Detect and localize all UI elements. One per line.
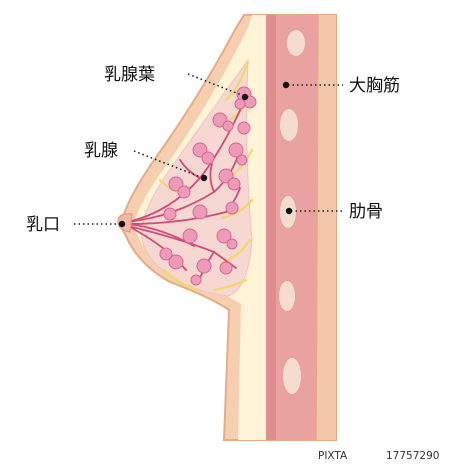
- rib-2: [280, 109, 298, 141]
- dot-rib: [285, 207, 293, 215]
- rib-5: [283, 358, 301, 394]
- lobule-clusters: [159, 86, 257, 286]
- lobule: [222, 120, 234, 132]
- rib-4: [279, 281, 295, 311]
- lobule: [228, 142, 244, 158]
- label-rib: 肋骨: [349, 202, 383, 222]
- leader-lobule: [187, 73, 245, 97]
- lobule: [201, 151, 215, 165]
- dot-nipple: [118, 220, 126, 228]
- lobule: [234, 98, 246, 110]
- label-lobule: 乳腺葉: [104, 65, 155, 85]
- lobule: [159, 247, 173, 261]
- pectoralis-major-muscle: [266, 15, 318, 440]
- lobule: [226, 238, 238, 250]
- lobule: [227, 177, 241, 191]
- label-pectoralis-major: 大胸筋: [349, 76, 400, 96]
- dot-pectoralis: [282, 81, 290, 89]
- dot-lobule: [241, 93, 249, 101]
- lobule: [219, 261, 233, 275]
- lobule: [237, 121, 251, 135]
- lobule: [225, 201, 239, 215]
- nipple: [117, 213, 133, 233]
- lobule: [168, 254, 184, 270]
- chest-skin-strip: [316, 15, 336, 440]
- lobule: [163, 207, 177, 221]
- lobule: [177, 185, 191, 199]
- lobule: [216, 228, 232, 244]
- dot-mammary-gland: [200, 174, 208, 182]
- rib-1: [287, 30, 305, 56]
- lobule: [190, 274, 202, 286]
- rib-group: [279, 30, 305, 394]
- lobule: [196, 258, 212, 274]
- lobule: [182, 228, 198, 244]
- label-nipple: 乳口: [26, 215, 60, 235]
- lobule: [236, 154, 248, 166]
- suspensory-ligaments: [158, 60, 254, 292]
- leader-mammary-gland: [133, 150, 204, 179]
- lobule: [192, 204, 208, 220]
- chest-skin-line: [315, 14, 319, 441]
- watermark-id: 17757290: [386, 450, 439, 462]
- watermark-brand: PIXTA: [318, 450, 348, 462]
- label-mammary-gland: 乳腺: [84, 141, 118, 161]
- muscle-shade: [266, 15, 276, 440]
